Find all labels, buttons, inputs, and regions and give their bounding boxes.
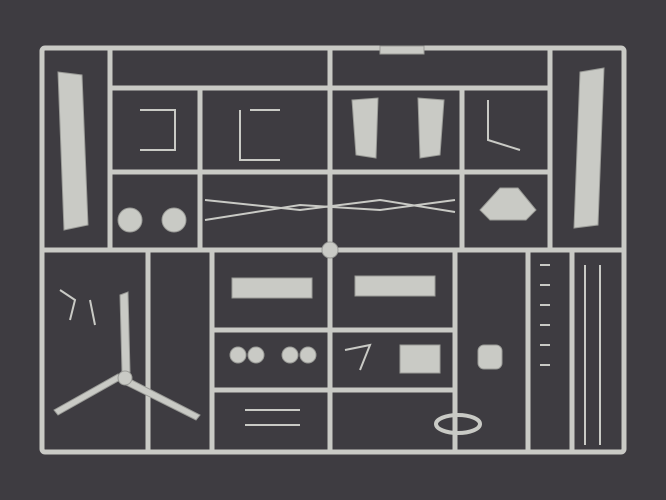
wheel-left	[117, 207, 143, 233]
panel-left	[231, 277, 313, 299]
box-part	[399, 344, 441, 374]
wheel-right	[161, 207, 187, 233]
sprue-frame	[39, 45, 627, 455]
seat-back-left	[351, 97, 379, 159]
ring-part	[434, 413, 482, 435]
seat-back-right	[417, 97, 445, 159]
panel-right	[354, 275, 436, 297]
cockpit-part	[479, 187, 537, 221]
propeller	[53, 291, 201, 421]
wing-panel-right	[573, 67, 605, 229]
small-linkage-parts	[59, 100, 601, 445]
sprue-gate-hub	[321, 241, 339, 259]
wing-panel-left	[57, 71, 89, 231]
sprue-parts	[57, 45, 605, 435]
